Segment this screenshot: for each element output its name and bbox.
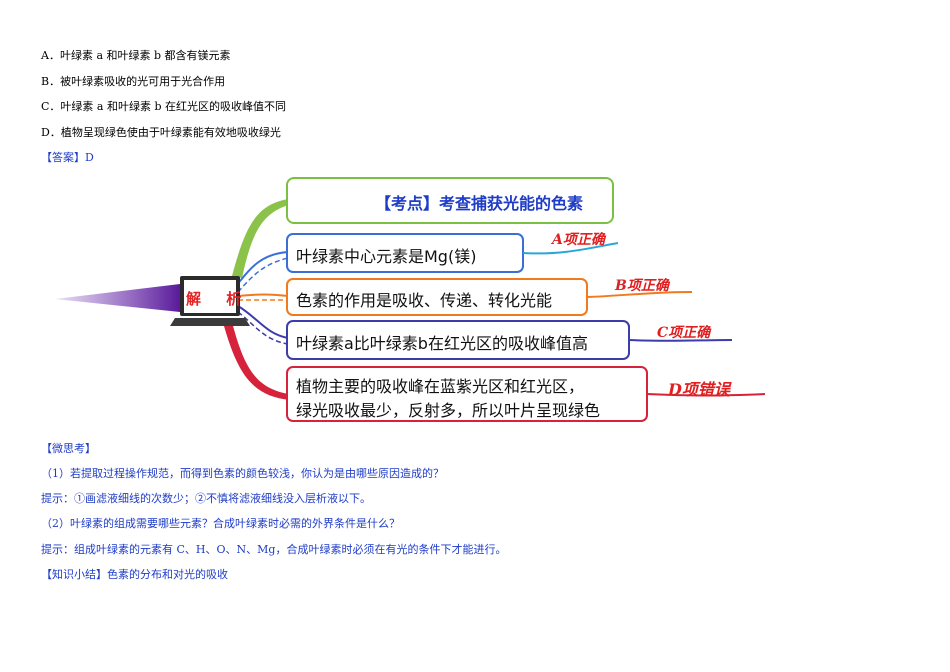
option-a: A．叶绿素 a 和叶绿素 b 都含有镁元素: [41, 49, 231, 62]
summary-heading: 【知识小结】色素的分布和对光的吸收: [41, 568, 228, 581]
left-pointer: [55, 284, 180, 312]
option-d: D．植物呈现绿色使由于叶绿素能有效地吸收绿光: [41, 126, 281, 139]
analysis-label: 解 析: [186, 290, 252, 308]
box-4-text-line2: 绿光吸收最少，反射多，所以叶片呈现绿色: [296, 401, 601, 420]
tag-d: D项错误: [668, 380, 730, 399]
tag-c: C项正确: [657, 325, 711, 341]
topic-text: 【考点】考查捕获光能的色素: [375, 194, 584, 213]
laptop-icon: [170, 276, 250, 326]
branch-box4: [224, 322, 290, 400]
question-2: （2）叶绿素的组成需要哪些元素？合成叶绿素时必需的外界条件是什么？: [41, 517, 400, 530]
option-c: C．叶绿素 a 和叶绿素 b 在红光区的吸收峰值不同: [41, 100, 287, 113]
box-4-text-line1: 植物主要的吸收峰在蓝紫光区和红光区，: [296, 377, 585, 396]
question-1: （1）若提取过程操作规范，而得到色素的颜色较浅，你认为是由哪些原因造成的？: [41, 467, 444, 480]
box-3-text: 叶绿素a比叶绿素b在红光区的吸收峰值高: [296, 334, 588, 353]
answer-line: 【答案】D: [41, 151, 94, 164]
option-b: B．被叶绿素吸收的光可用于光合作用: [41, 75, 226, 88]
branch-topic: [232, 199, 292, 278]
hint-2: 提示：组成叶绿素的元素有 C、H、O、N、Mg，合成叶绿素时必须在有光的条件下才…: [41, 543, 507, 556]
thinking-heading: 【微思考】: [41, 442, 96, 455]
hint-1: 提示：①画滤液细线的次数少；②不慎将滤液细线没入层析液以下。: [41, 492, 371, 505]
box-2-text: 色素的作用是吸收、传递、转化光能: [296, 291, 553, 310]
box-1-text: 叶绿素中心元素是Mg(镁): [296, 247, 477, 266]
tag-a: A项正确: [552, 232, 605, 248]
topic-box: [286, 177, 614, 224]
tag-b: B项正确: [615, 278, 669, 294]
